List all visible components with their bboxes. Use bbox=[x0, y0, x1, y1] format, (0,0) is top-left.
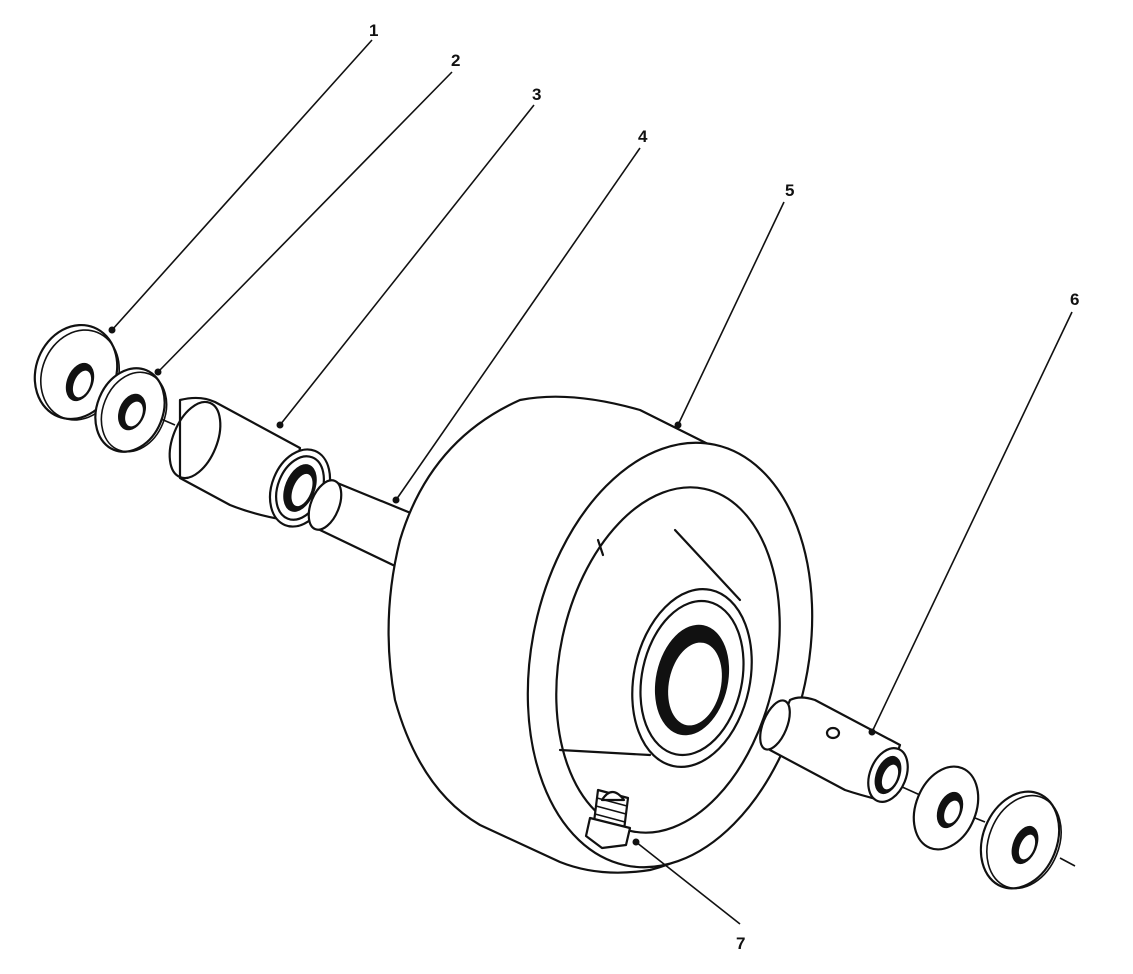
callout-2: 2 bbox=[451, 51, 460, 70]
leader-dot-4 bbox=[392, 496, 400, 504]
leader-dot-5 bbox=[674, 421, 682, 429]
callout-5: 5 bbox=[785, 181, 794, 200]
part-2-washer bbox=[94, 367, 168, 453]
part-3-bushing bbox=[168, 396, 332, 528]
callout-4: 4 bbox=[638, 127, 648, 146]
callout-7: 7 bbox=[736, 934, 745, 953]
leader-dot-6 bbox=[868, 728, 876, 736]
part-6-bushing bbox=[759, 696, 909, 803]
right-washer-inner bbox=[912, 765, 980, 851]
callout-3: 3 bbox=[532, 85, 541, 104]
part-5-wheel bbox=[387, 395, 814, 874]
callout-6: 6 bbox=[1070, 290, 1079, 309]
right-washer-outer bbox=[979, 790, 1062, 890]
leader-dot-1 bbox=[108, 326, 116, 334]
leaders bbox=[108, 39, 1073, 925]
part-1-washer bbox=[33, 323, 121, 421]
callout-1: 1 bbox=[369, 21, 378, 40]
leader-dot-2 bbox=[154, 368, 162, 376]
part-7-grease-fitting bbox=[584, 788, 632, 850]
leader-dot-3 bbox=[276, 421, 284, 429]
leader-dot-7 bbox=[632, 838, 640, 846]
callout-labels: 1 2 3 4 5 6 7 bbox=[369, 21, 1079, 953]
